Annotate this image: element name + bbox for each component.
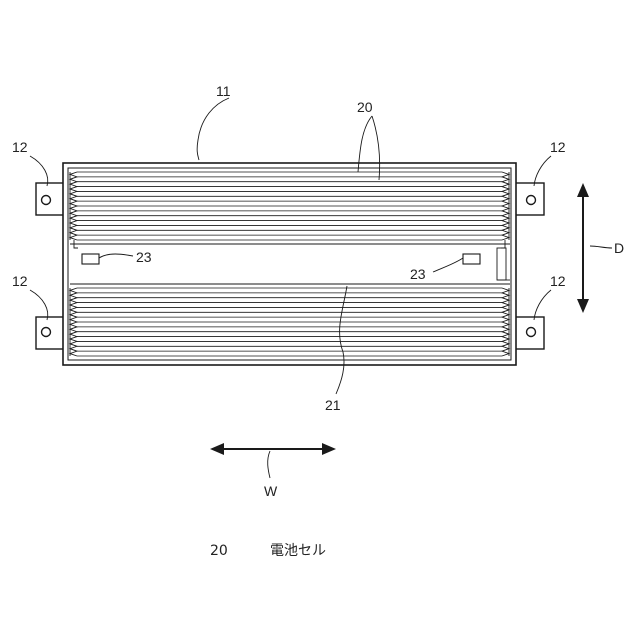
label-tab-bottom-left: 12 xyxy=(12,273,28,289)
label-direction-d: D xyxy=(614,240,624,256)
label-direction-w: W xyxy=(264,483,278,499)
label-part-left: 23 xyxy=(136,249,152,265)
label-part-right: 23 xyxy=(410,266,426,282)
part-23-left xyxy=(82,254,99,264)
figure-caption: 20電池セル xyxy=(210,540,326,560)
label-tab-top-right: 12 xyxy=(550,139,566,155)
mounting-tab-bottom-right xyxy=(514,317,544,349)
mounting-tab-top-left xyxy=(36,183,66,215)
label-gap: 21 xyxy=(325,397,341,413)
caption-number: 20 xyxy=(210,543,270,559)
label-case: 11 xyxy=(216,83,231,99)
part-23-right xyxy=(463,254,480,264)
battery-case-outer xyxy=(63,163,516,365)
direction-arrow-w xyxy=(210,443,336,455)
label-cells: 20 xyxy=(357,99,373,115)
direction-arrow-d xyxy=(577,183,589,313)
mounting-tab-bottom-left xyxy=(36,317,66,349)
mounting-tab-top-right xyxy=(514,183,544,215)
label-tab-top-left: 12 xyxy=(12,139,28,155)
label-tab-bottom-right: 12 xyxy=(550,273,566,289)
caption-text: 電池セル xyxy=(270,540,326,560)
